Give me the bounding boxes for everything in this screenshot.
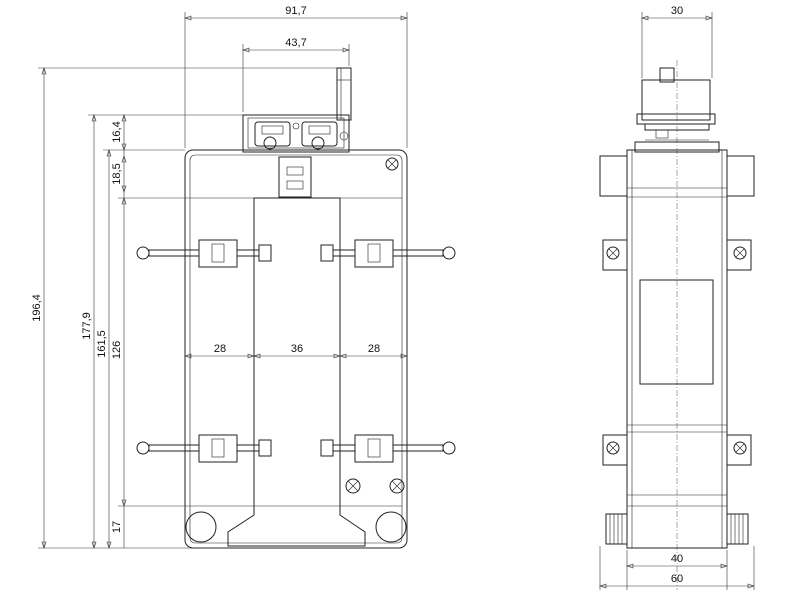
dim-height-126: 126 bbox=[111, 341, 123, 359]
side-body bbox=[626, 149, 728, 549]
dim-height-177: 177,9 bbox=[81, 312, 93, 340]
top-clip-slot-2 bbox=[286, 180, 304, 190]
bolt-lower-left bbox=[136, 434, 272, 463]
screw-bottom-2 bbox=[389, 478, 405, 494]
dim-height-total: 196,4 bbox=[31, 294, 43, 322]
dim-window: 36 bbox=[291, 343, 303, 355]
terminal-block bbox=[242, 67, 352, 153]
side-dimensions: 30 40 60 bbox=[599, 5, 755, 590]
foot-left bbox=[185, 511, 217, 543]
screw-bottom-1 bbox=[345, 478, 361, 494]
terminal-left bbox=[254, 121, 291, 147]
front-view bbox=[136, 67, 456, 549]
top-clip bbox=[278, 156, 312, 198]
side-view bbox=[599, 60, 755, 590]
terminal-right bbox=[301, 121, 338, 147]
dim-terminal-h: 16,4 bbox=[111, 121, 123, 142]
foot-right bbox=[375, 511, 407, 543]
primary-window bbox=[227, 197, 366, 547]
side-bolts-upper bbox=[602, 239, 752, 271]
dim-side-40: 40 bbox=[671, 553, 683, 565]
front-body bbox=[184, 149, 408, 549]
dim-height-161: 161,5 bbox=[96, 330, 108, 358]
top-clip-slot-1 bbox=[286, 166, 304, 176]
side-label-window bbox=[639, 279, 714, 385]
dim-side-top: 30 bbox=[671, 5, 683, 17]
screw-top-right bbox=[385, 157, 399, 171]
dim-gap-left: 28 bbox=[214, 343, 226, 355]
side-terminal bbox=[641, 79, 711, 121]
side-bolts-lower bbox=[602, 434, 752, 466]
dim-side-60: 60 bbox=[671, 573, 683, 585]
dim-width-front: 91,7 bbox=[285, 5, 306, 17]
terminal-tab bbox=[336, 67, 352, 121]
bolt-lower-right bbox=[320, 434, 456, 463]
dim-bottom-h: 17 bbox=[111, 521, 123, 533]
dim-gap-right: 28 bbox=[368, 343, 380, 355]
dim-top-h: 18,5 bbox=[111, 163, 123, 184]
side-knurled-nuts bbox=[605, 513, 749, 545]
front-body-inner bbox=[189, 154, 403, 544]
bolt-upper-left bbox=[136, 239, 272, 268]
front-dimensions: 91,7 43,7 196,4 177,9 161,5 126 16 bbox=[31, 5, 408, 549]
dim-width-terminal: 43,7 bbox=[285, 37, 306, 49]
bolt-upper-right bbox=[320, 239, 456, 268]
side-wing-right bbox=[726, 155, 755, 197]
side-wing-left bbox=[599, 155, 628, 197]
